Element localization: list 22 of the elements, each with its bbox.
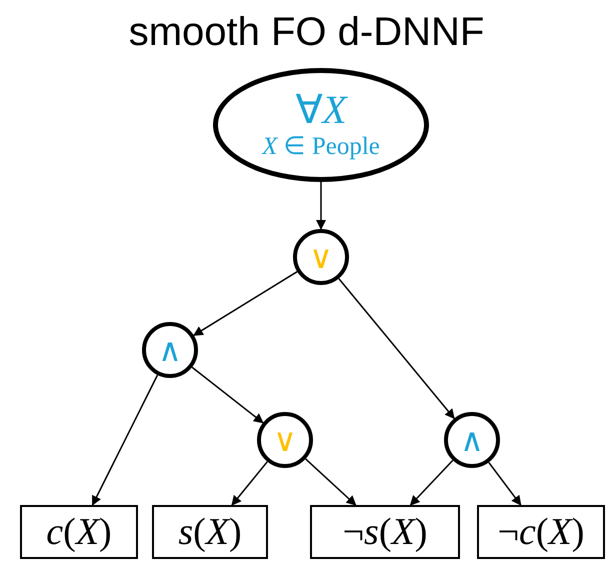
literal-box bbox=[152, 505, 268, 559]
literal-box bbox=[477, 505, 605, 559]
arrow bbox=[305, 458, 356, 506]
arrow bbox=[316, 182, 326, 230]
literal-text: ¬c(X) bbox=[498, 511, 584, 553]
operator-symbol: ∧ bbox=[158, 333, 182, 367]
domain-text: X ∈ People bbox=[262, 132, 380, 162]
literal-box bbox=[310, 505, 460, 559]
arrow bbox=[338, 278, 455, 420]
literal-text: c(X) bbox=[46, 511, 112, 553]
literal-box bbox=[20, 505, 138, 559]
literal-text: ¬s(X) bbox=[342, 511, 428, 553]
operator-symbol: ∧ bbox=[460, 423, 484, 457]
arrow bbox=[488, 462, 522, 506]
arrow bbox=[410, 460, 454, 506]
operator-symbol: ∨ bbox=[273, 423, 297, 457]
operator-symbol: ∨ bbox=[309, 240, 333, 274]
quantifier-text: ∀X bbox=[295, 88, 347, 132]
literal-text: s(X) bbox=[178, 511, 242, 553]
diagram-title: smooth FO d-DNNF bbox=[128, 9, 486, 56]
arrow bbox=[231, 461, 268, 506]
arrow bbox=[192, 366, 264, 424]
